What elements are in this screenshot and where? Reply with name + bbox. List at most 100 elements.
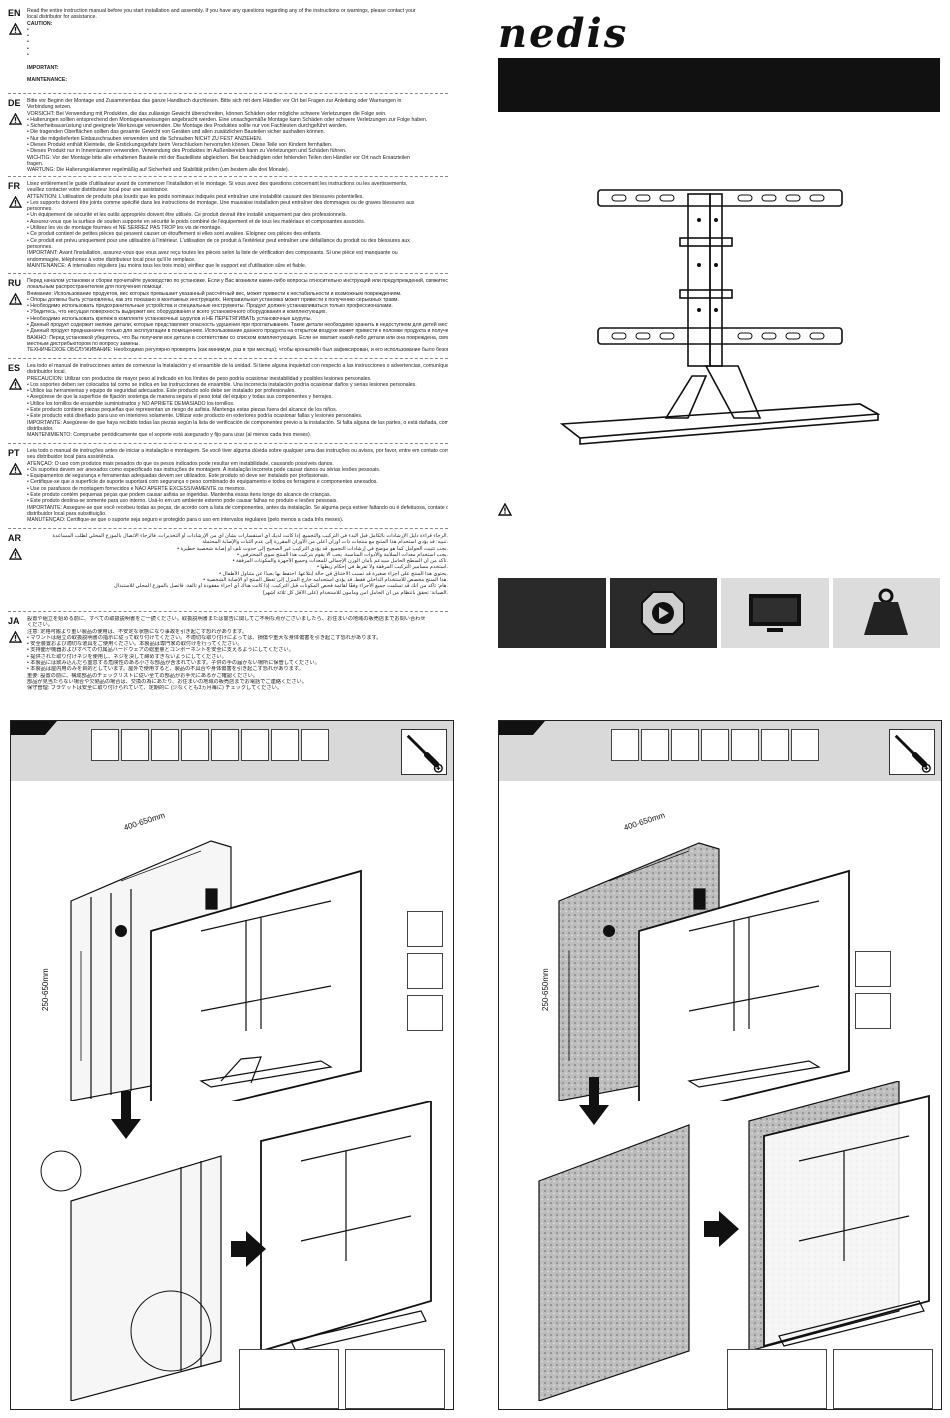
text-line: الصيانة: تحقق بانتظام من أن الحامل آمن و… bbox=[262, 589, 448, 596]
spec-tile-weight bbox=[832, 578, 940, 648]
text-line: IMPORTANT: Avant l'installation, assurez… bbox=[27, 250, 398, 257]
text-line: ТЕХНИЧЕСКОЕ ОБСЛУЖИВАНИЕ: Необходимо рег… bbox=[27, 347, 448, 354]
text-line: • Los soportes deben ser colocados tal c… bbox=[27, 381, 417, 388]
language-code: DE bbox=[8, 98, 21, 108]
tool-tape-measure-icon bbox=[151, 729, 179, 761]
tool-drill-bit-icon bbox=[761, 729, 789, 761]
text-line: • Les supports doivent être joints comme… bbox=[27, 199, 415, 206]
step-mark-icon bbox=[855, 951, 891, 987]
section-divider bbox=[8, 611, 448, 612]
text-line: 部品が見当たらない場合や欠陥品の場合は、交換の為にあたり、お住まいの地域の販売店… bbox=[27, 678, 307, 685]
text-line: Leia todo o manual de instruções antes d… bbox=[27, 448, 448, 454]
text-line: • bbox=[27, 39, 29, 46]
text-line: MAINTENANCE: bbox=[27, 77, 68, 84]
text-line: endommagée, téléphonez à votre distribut… bbox=[27, 256, 196, 263]
safety-clip-icon bbox=[641, 591, 686, 635]
text-line: هام: تأكد من أنك قد تسلمت جميع الأجزاء و… bbox=[114, 583, 448, 590]
text-line: • هذا المنتج مخصص للاستخدام الداخلي فقط.… bbox=[203, 577, 448, 584]
tool-pencil-icon bbox=[701, 729, 729, 761]
language-text: الرجاء قراءة دليل الإرشادات بالكامل قبل … bbox=[27, 533, 448, 596]
text-line: distribuidor local. bbox=[27, 369, 66, 376]
text-line: 注意: 定格可搬より重い製品の使用は、不安定な状態になり事故を引き起こす恐れがあ… bbox=[27, 628, 248, 635]
warning-triangle-icon bbox=[8, 547, 23, 565]
warning-triangle-icon bbox=[8, 22, 23, 40]
warning-triangle-icon bbox=[8, 195, 23, 213]
warning-triangle-icon bbox=[8, 462, 23, 480]
text-line: • 本製品には飲み込んだら窒息する危険性のある小さな部品が含まれています。子供の… bbox=[27, 660, 320, 667]
text-line: • 本製品は屋内用のみを目的としています。屋外で使用すると、製品の不具合や身体傷… bbox=[27, 666, 304, 673]
step-stud-icon bbox=[407, 911, 443, 947]
text-line: Lisez entièrement le guide d'utilisateur… bbox=[27, 181, 408, 187]
section-divider bbox=[8, 93, 448, 94]
language-code: FR bbox=[8, 181, 20, 191]
text-line: • Halterungen sollten entsprechend den M… bbox=[27, 116, 428, 123]
language-text: Lea todo el manual de instrucciones ante… bbox=[27, 363, 448, 439]
text-line: • 支持面が機器およびすべての付属品ハードウェアの総重量とコンポーネントを安全に… bbox=[27, 647, 294, 654]
language-text: Leia todo o manual de instruções antes d… bbox=[27, 448, 448, 524]
detail-step-a bbox=[239, 1349, 339, 1409]
text-line: PRECAUCIÓN: Utilizar con productos de ma… bbox=[27, 375, 372, 382]
text-line: distribuidor. bbox=[27, 425, 54, 432]
tool-drill-icon bbox=[731, 729, 759, 761]
text-line: 保守管理: ブラケットは安全に取り付けられていて、定期的に (少なくとも3ヵ月毎… bbox=[27, 685, 283, 692]
text-line: • يجب استخدام معدات السلامة والأدوات الم… bbox=[237, 551, 448, 558]
warning-triangle-icon bbox=[8, 377, 23, 395]
text-line: ATTENTION: L'utilisation de produits plu… bbox=[27, 193, 364, 200]
text-line: Read the entire instruction manual befor… bbox=[27, 8, 416, 14]
text-line: • Este produto contém pequenas peças que… bbox=[27, 492, 332, 499]
text-line: • Убедитесь, что несущая поверхность выд… bbox=[27, 309, 327, 316]
text-line: • 安全装置および適切な道具をご使用ください。本製品は専門家の取付けを行ってくだ… bbox=[27, 641, 243, 648]
tool-concrete-wall-icon bbox=[611, 729, 639, 761]
language-text: Bitte vor Beginn der Montage und Zusamme… bbox=[27, 98, 448, 174]
tv-stand-illustration bbox=[560, 189, 880, 445]
installation-panel-concrete: 400-650mm 250-650mm bbox=[498, 720, 942, 1410]
text-line: local distributor for assistance. bbox=[27, 14, 97, 21]
title-band bbox=[498, 58, 940, 112]
text-line: IMPORTANTE: Assegure-se que você recebeu… bbox=[27, 504, 448, 511]
spec-tile-clip bbox=[609, 578, 717, 648]
text-line: Bitte vor Beginn der Montage und Zusamme… bbox=[27, 98, 402, 104]
spec-icon-row bbox=[498, 578, 940, 648]
text-line: • استخدم مسامير التركيب المرفقة ولا تفرط… bbox=[317, 564, 448, 571]
text-line: • Sicherheitsausrüstung und geeignete We… bbox=[27, 123, 348, 130]
text-line: Verbindung setzen. bbox=[27, 104, 72, 111]
text-line: 設置や組立を始める前に、すべての取扱説明書をご一読ください。取扱説明書または警告… bbox=[27, 616, 426, 622]
warning-triangle-icon bbox=[8, 630, 23, 648]
section-divider bbox=[8, 528, 448, 529]
section-divider bbox=[8, 358, 448, 359]
text-line: • Assurez-vous que la surface de soutien… bbox=[27, 218, 366, 225]
text-line: IMPORTANTE: Asegúrese de que haya recibi… bbox=[27, 419, 448, 426]
text-line: • Este produto destina-se somente para u… bbox=[27, 498, 338, 505]
tool-level-icon bbox=[671, 729, 699, 761]
text-line: • يجب تثبيت الحوامل كما هو موضح في إرشاد… bbox=[177, 545, 448, 552]
text-line: • يحتوي هذا المنتج على أجزاء صغيرة قد تس… bbox=[219, 570, 448, 577]
text-line: ATENÇÃO: O uso com produtos mais pesados… bbox=[27, 460, 334, 467]
text-line: • Необходимо использовать крепеж в компл… bbox=[27, 315, 312, 322]
text-line: • Asegúrese de que la superficie de fija… bbox=[27, 394, 333, 401]
concrete-step2-diagram bbox=[538, 1081, 930, 1401]
text-line: местным дистрибьютором по вопросу замены… bbox=[27, 340, 140, 347]
tool-socket-icon bbox=[791, 729, 819, 761]
text-line: • bbox=[27, 45, 29, 52]
language-text: Read the entire instruction manual befor… bbox=[27, 8, 448, 84]
drywall-step2-diagram bbox=[40, 1101, 432, 1401]
step-drill-icon bbox=[855, 993, 891, 1029]
arrow-down-icon bbox=[579, 1077, 609, 1125]
language-code: AR bbox=[8, 533, 21, 543]
text-line: VORSICHT: Bei Verwendung mit Produkten, … bbox=[27, 110, 387, 117]
language-code: EN bbox=[8, 8, 21, 18]
text-line: • Este producto contiene piezas pequeñas… bbox=[27, 407, 338, 414]
text-line: MANTENIMIENTO: Compruebe periódicamente … bbox=[27, 432, 312, 439]
text-line: CAUTION: bbox=[27, 20, 53, 27]
tool-pencil-icon bbox=[211, 729, 239, 761]
text-line: MANUTENÇÃO: Certifique-se que o suporte … bbox=[27, 517, 344, 524]
warning-triangle-icon bbox=[498, 503, 512, 516]
text-line: • Utilisez les vis de montage fournies e… bbox=[27, 225, 222, 232]
text-line: veuillez contacter votre distributeur lo… bbox=[27, 187, 169, 194]
text-line: distribuidor local para substituição. bbox=[27, 510, 107, 517]
text-line: • bbox=[27, 52, 29, 59]
text-line: • Un équipement de sécurité et les outil… bbox=[27, 212, 347, 219]
drywall-step1-diagram bbox=[70, 840, 362, 1101]
text-line: WARTUNG: Die Halterungsklammer regelmäßi… bbox=[27, 167, 290, 174]
detail-step-a bbox=[727, 1349, 827, 1409]
